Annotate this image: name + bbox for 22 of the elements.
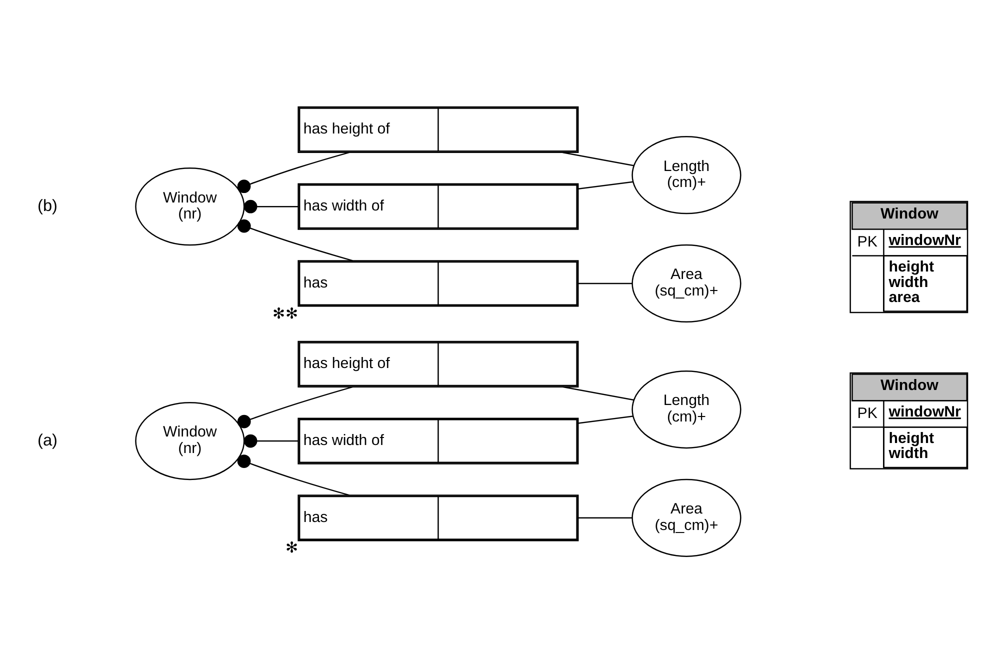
node-ellipse: Area (sq_cm)+ <box>632 244 742 323</box>
connector <box>562 152 634 166</box>
node-label: ✻✻ <box>272 305 299 322</box>
connector <box>578 517 632 519</box>
connector <box>562 386 634 401</box>
connector <box>578 416 633 424</box>
connector <box>237 219 353 262</box>
node-ellipse: Length (cm)+ <box>632 370 742 449</box>
connector <box>237 152 350 194</box>
node-ellipse: Length (cm)+ <box>632 136 742 214</box>
node-ellipse: Area (sq_cm)+ <box>632 478 742 557</box>
connector <box>244 434 298 448</box>
node-ellipse: Window (nr) <box>135 168 245 246</box>
connector <box>244 200 298 214</box>
connector <box>237 386 353 428</box>
connector <box>578 282 632 284</box>
node-ellipse: Window (nr) <box>135 402 245 480</box>
node-label: ✻ <box>286 540 299 557</box>
label: (b) <box>38 196 58 215</box>
connector <box>237 454 350 496</box>
label: (a) <box>38 431 58 450</box>
connector <box>578 181 633 190</box>
